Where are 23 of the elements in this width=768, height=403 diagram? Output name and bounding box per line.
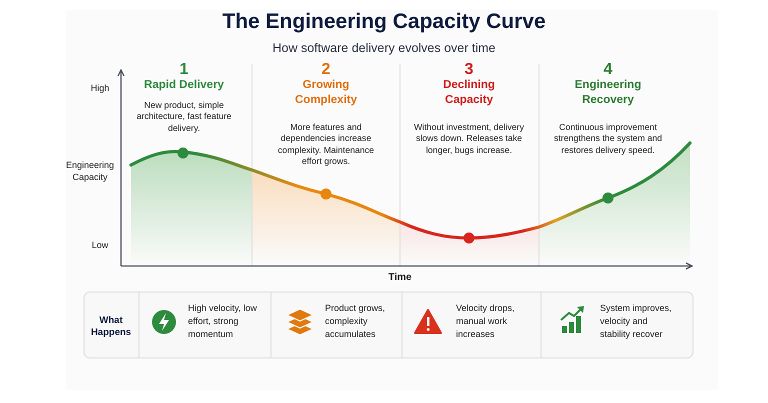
row-header: What Happens <box>90 315 132 340</box>
axis-title: Time <box>387 271 413 284</box>
phase-description: New product, simple architecture, fast feature delivery. <box>136 100 232 134</box>
phase-title: Rapid Delivery <box>143 78 225 93</box>
row-cell-text: System improves, velocity and stability recover <box>600 302 673 342</box>
subtitle: How software delivery evolves over time <box>272 40 496 56</box>
phase-description: More features and dependencies increase complexity. Maintenance effort grows. <box>276 122 376 168</box>
axis-label: High <box>90 83 110 95</box>
axis-label: Low <box>90 240 110 252</box>
phase-number: 2 <box>320 60 332 80</box>
phase-title: Declining Capacity <box>442 78 496 108</box>
phase-description: Continuous improvement strengthens the system and restores delivery speed. <box>552 122 664 156</box>
phase-number: 1 <box>178 60 190 80</box>
phase-description: Without investment, delivery slows down. Releases take longer, bugs increase. <box>413 122 525 156</box>
title: The Engineering Capacity Curve <box>221 10 547 34</box>
axis-label: Engineering Capacity <box>64 160 116 184</box>
phase-title: Growing Complexity <box>294 78 358 108</box>
phase-number: 4 <box>602 60 614 80</box>
row-cell-text: High velocity, low effort, strong momentum <box>188 302 258 342</box>
row-cell-text: Product grows, complexity accumulates <box>325 302 386 342</box>
phase-number: 3 <box>464 60 474 80</box>
phase-title: Engineering Recovery <box>574 78 642 108</box>
row-cell-text: Velocity drops, manual work increases <box>456 302 516 342</box>
